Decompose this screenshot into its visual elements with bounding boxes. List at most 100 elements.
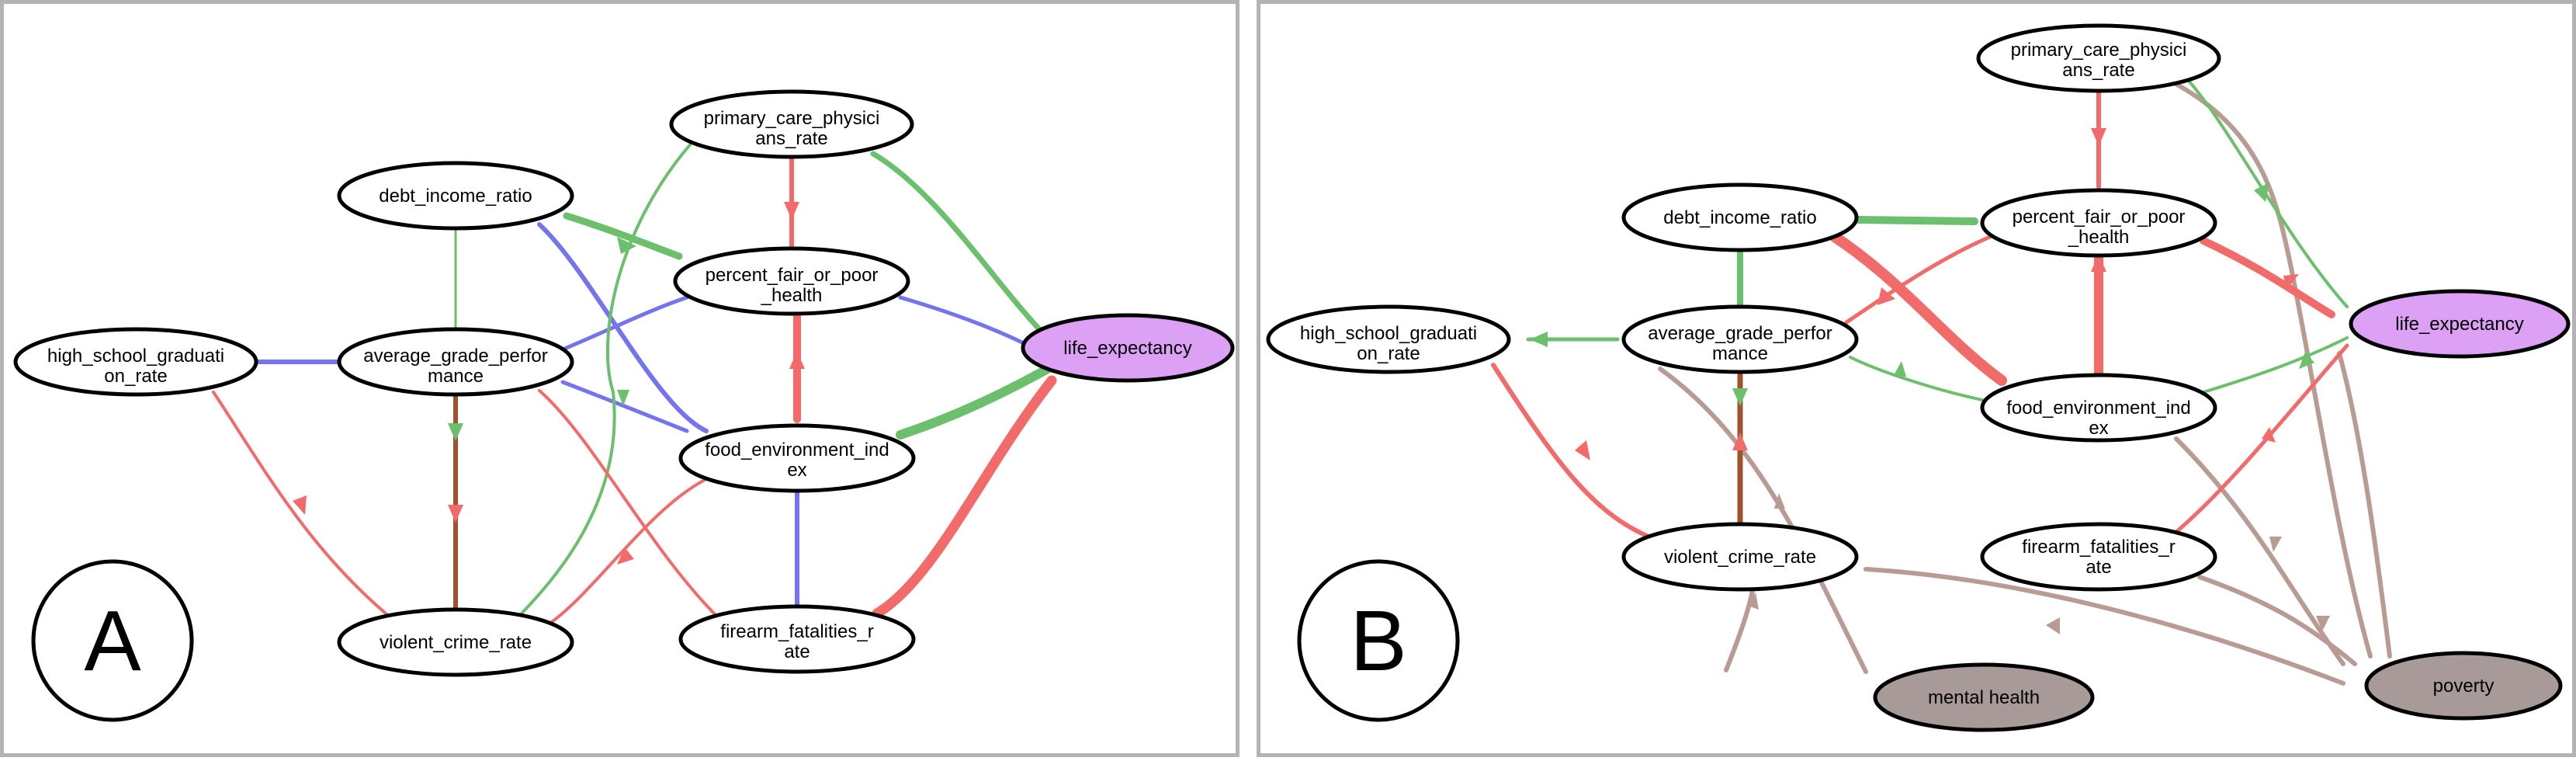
arrowhead: [2269, 537, 2282, 552]
panel-b-letter: B: [1350, 593, 1406, 689]
edge-poverty-life: [2337, 351, 2392, 658]
arrowhead: [2254, 182, 2269, 202]
node-violent-crime[interactable]: violent_crime_rate: [1621, 522, 1859, 592]
node-label: violent_crime_rate: [1664, 547, 1816, 568]
node-fair-poor[interactable]: percent_fair_or_poor _health: [673, 246, 910, 316]
edge-fairpoor-life: [898, 295, 1031, 348]
panel-a-letter-badge: A: [31, 559, 194, 722]
node-label: ate: [2085, 557, 2111, 578]
node-fair-poor[interactable]: percent_fair_or_poor _health: [1980, 188, 2217, 258]
edge-firearm-life: [2174, 343, 2349, 534]
node-label: ate: [784, 641, 810, 662]
node-label: food_environment_ind: [705, 440, 889, 460]
node-primary-care[interactable]: primary_care_physici ans_rate: [669, 89, 914, 159]
node-firearm[interactable]: firearm_fatalities_r ate: [678, 604, 916, 674]
node-label: high_school_graduati: [1300, 323, 1477, 344]
node-debt-income[interactable]: debt_income_ratio: [337, 161, 574, 231]
panel-b-edges: [1491, 78, 2392, 686]
edge-debt-fairpoor: [563, 212, 683, 260]
panel-a-graph: high_school_graduati on_rate debt_income…: [13, 89, 1235, 722]
node-life-expectancy[interactable]: life_expectancy: [2349, 289, 2571, 359]
edge-avggrade-fairpoor: [560, 295, 689, 352]
edge-primary-life: [2186, 78, 2349, 308]
node-label: violent_crime_rate: [380, 632, 532, 653]
node-label: primary_care_physici: [2011, 40, 2187, 61]
edge-poverty-firearm: [2197, 575, 2357, 666]
edge-fairpoor-avggrade: [1844, 235, 1992, 325]
node-high-school[interactable]: high_school_graduati on_rate: [1266, 304, 1511, 374]
node-label: ans_rate: [755, 128, 827, 149]
arrowhead: [1732, 433, 1748, 450]
node-label: average_grade_perfor: [1648, 323, 1832, 344]
edge-debt-food: [537, 222, 709, 433]
node-food-env[interactable]: food_environment_ind ex: [678, 423, 916, 493]
panel-a-arrowheads: [293, 202, 805, 565]
node-label: firearm_fatalities_r: [720, 621, 873, 642]
edge-highschool-violent: [212, 391, 392, 619]
node-mental-health[interactable]: mental health: [1873, 662, 2095, 732]
edge-food-avggrade: [1849, 356, 1984, 401]
node-label: life_expectancy: [1063, 338, 1191, 359]
edge-primary-life: [870, 151, 1043, 333]
edge-violent-highschool: [1491, 363, 1659, 542]
node-label: percent_fair_or_poor: [2013, 207, 2186, 228]
arrowhead: [2262, 427, 2276, 443]
edge-primary-violent: [520, 111, 723, 615]
arrowhead: [1877, 287, 1895, 305]
node-label: debt_income_ratio: [379, 186, 532, 207]
edge-avggrade-food: [560, 380, 689, 433]
node-avg-grade[interactable]: average_grade_perfor mance: [337, 327, 574, 397]
arrowhead: [1732, 388, 1748, 406]
arrowhead: [1575, 440, 1590, 460]
panel-b: high_school_graduati on_rate debt_income…: [1257, 0, 2576, 757]
arrowhead: [1530, 332, 1548, 347]
node-poverty[interactable]: poverty: [2364, 651, 2563, 721]
node-avg-grade[interactable]: average_grade_perfor mance: [1621, 304, 1859, 374]
edge-debt-fairpoor: [1854, 216, 1978, 225]
node-label: mental health: [1928, 687, 2040, 708]
node-label: mance: [428, 366, 484, 387]
edge-food-violent: [546, 478, 708, 627]
node-label: firearm_fatalities_r: [2022, 537, 2175, 558]
node-debt-income[interactable]: debt_income_ratio: [1621, 182, 1859, 252]
node-violent-crime[interactable]: violent_crime_rate: [337, 607, 574, 677]
node-label: poverty: [2433, 676, 2495, 697]
panel-a-nodes: high_school_graduati on_rate debt_income…: [13, 89, 1235, 677]
panel-b-arrowheads: [1530, 128, 2330, 634]
arrowhead: [2046, 617, 2060, 634]
node-label: on_rate: [1357, 343, 1420, 364]
node-high-school[interactable]: high_school_graduati on_rate: [13, 327, 258, 397]
node-label: ans_rate: [2062, 60, 2134, 81]
node-primary-care[interactable]: primary_care_physici ans_rate: [1976, 23, 2221, 93]
node-label: life_expectancy: [2395, 314, 2523, 335]
arrowhead: [1748, 592, 1759, 610]
arrowhead: [2091, 128, 2106, 146]
arrowhead: [2283, 274, 2299, 290]
arrowhead: [617, 237, 636, 254]
arrowhead: [2316, 616, 2330, 631]
node-label: ex: [2089, 418, 2108, 439]
node-firearm[interactable]: firearm_fatalities_r ate: [1980, 522, 2217, 592]
edge-mental-avggrade: [1658, 367, 1868, 674]
node-label: high_school_graduati: [47, 346, 224, 367]
arrowhead: [789, 351, 805, 369]
panel-b-letter-badge: B: [1297, 559, 1460, 722]
node-label: mance: [1712, 343, 1768, 364]
node-label: _health: [2068, 227, 2130, 248]
edge-avggrade-firearm: [538, 389, 719, 619]
edge-poverty-food: [2174, 436, 2345, 666]
arrowhead: [1774, 493, 1785, 509]
node-label: primary_care_physici: [704, 108, 880, 129]
edge-fairpoor-life: [2200, 237, 2335, 318]
panel-a-letter: A: [84, 593, 141, 689]
arrowhead: [448, 505, 463, 523]
panel-b-graph: high_school_graduati on_rate debt_income…: [1266, 23, 2571, 732]
node-label: ex: [787, 460, 806, 481]
panel-b-nodes: high_school_graduati on_rate debt_income…: [1266, 23, 2571, 732]
arrowhead: [617, 390, 629, 406]
node-label: on_rate: [104, 366, 167, 387]
node-life-expectancy[interactable]: life_expectancy: [1021, 313, 1235, 383]
arrowhead: [448, 423, 463, 441]
node-food-env[interactable]: food_environment_ind ex: [1980, 373, 2217, 443]
arrowhead: [1893, 361, 1906, 377]
